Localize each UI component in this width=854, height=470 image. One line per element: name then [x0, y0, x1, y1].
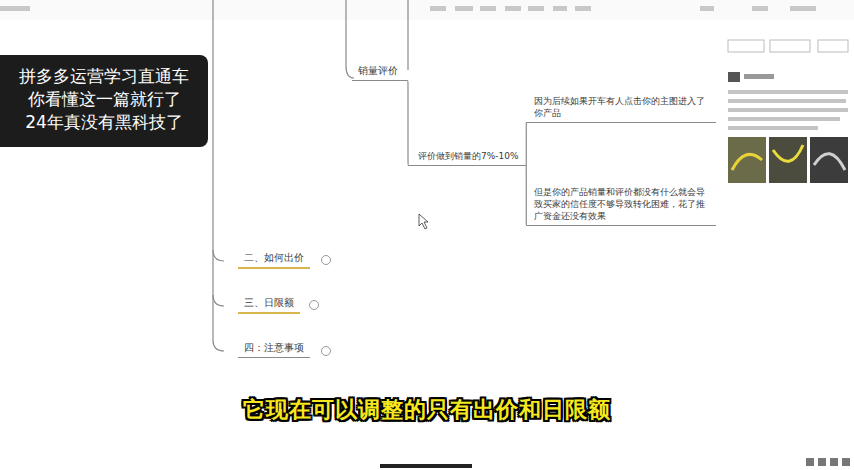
node-text: 四：注意事项 [244, 341, 304, 354]
trunk-line [407, 0, 408, 70]
topic: 评价做到销量的7%-10% [412, 150, 525, 166]
node-text: 二、如何出价 [244, 251, 304, 264]
trunk-lines [213, 0, 354, 351]
node-text: 但是你的产品销量和评价都没有什么就会导致买家的信任度不够导致转化困难，花了推广资… [534, 186, 710, 222]
cursor [419, 214, 428, 229]
title-overlay: 拼多多运营学习直通车 你看懂这一篇就行了 24年真没有黑科技了 [0, 55, 208, 147]
toolbar [0, 0, 854, 20]
topic-note: 因为后续如果开车有人点击你的主图进入了你产品 [528, 95, 716, 123]
node-text: 评价做到销量的7%-10% [418, 150, 519, 162]
subtitle: 它现在可以调整的只有出价和日限额 [0, 395, 854, 425]
node-text: 拼多多运营学习直通车 你看懂这一篇就行了 24年真没有黑科技了 [12, 65, 196, 134]
progress-bar [380, 464, 472, 468]
topic-note: 但是你的产品销量和评价都没有什么就会导致买家的信任度不够导致转化困难，花了推广资… [528, 186, 716, 226]
branch-connector [404, 81, 412, 166]
player-icons [806, 458, 850, 466]
section-topic: 二、如何出价 [238, 251, 310, 269]
node-text: 因为后续如果开车有人点击你的主图进入了你产品 [534, 95, 710, 119]
topic: 销量评价 [352, 64, 404, 81]
node-text: 三、日限额 [244, 296, 294, 309]
section-topic: 四：注意事项 [238, 341, 310, 358]
collapse-marker [310, 256, 331, 356]
node-text: 销量评价 [358, 64, 398, 77]
section-topic: 三、日限额 [238, 296, 300, 314]
side-panel [728, 40, 848, 183]
branch-connector [525, 123, 528, 166]
